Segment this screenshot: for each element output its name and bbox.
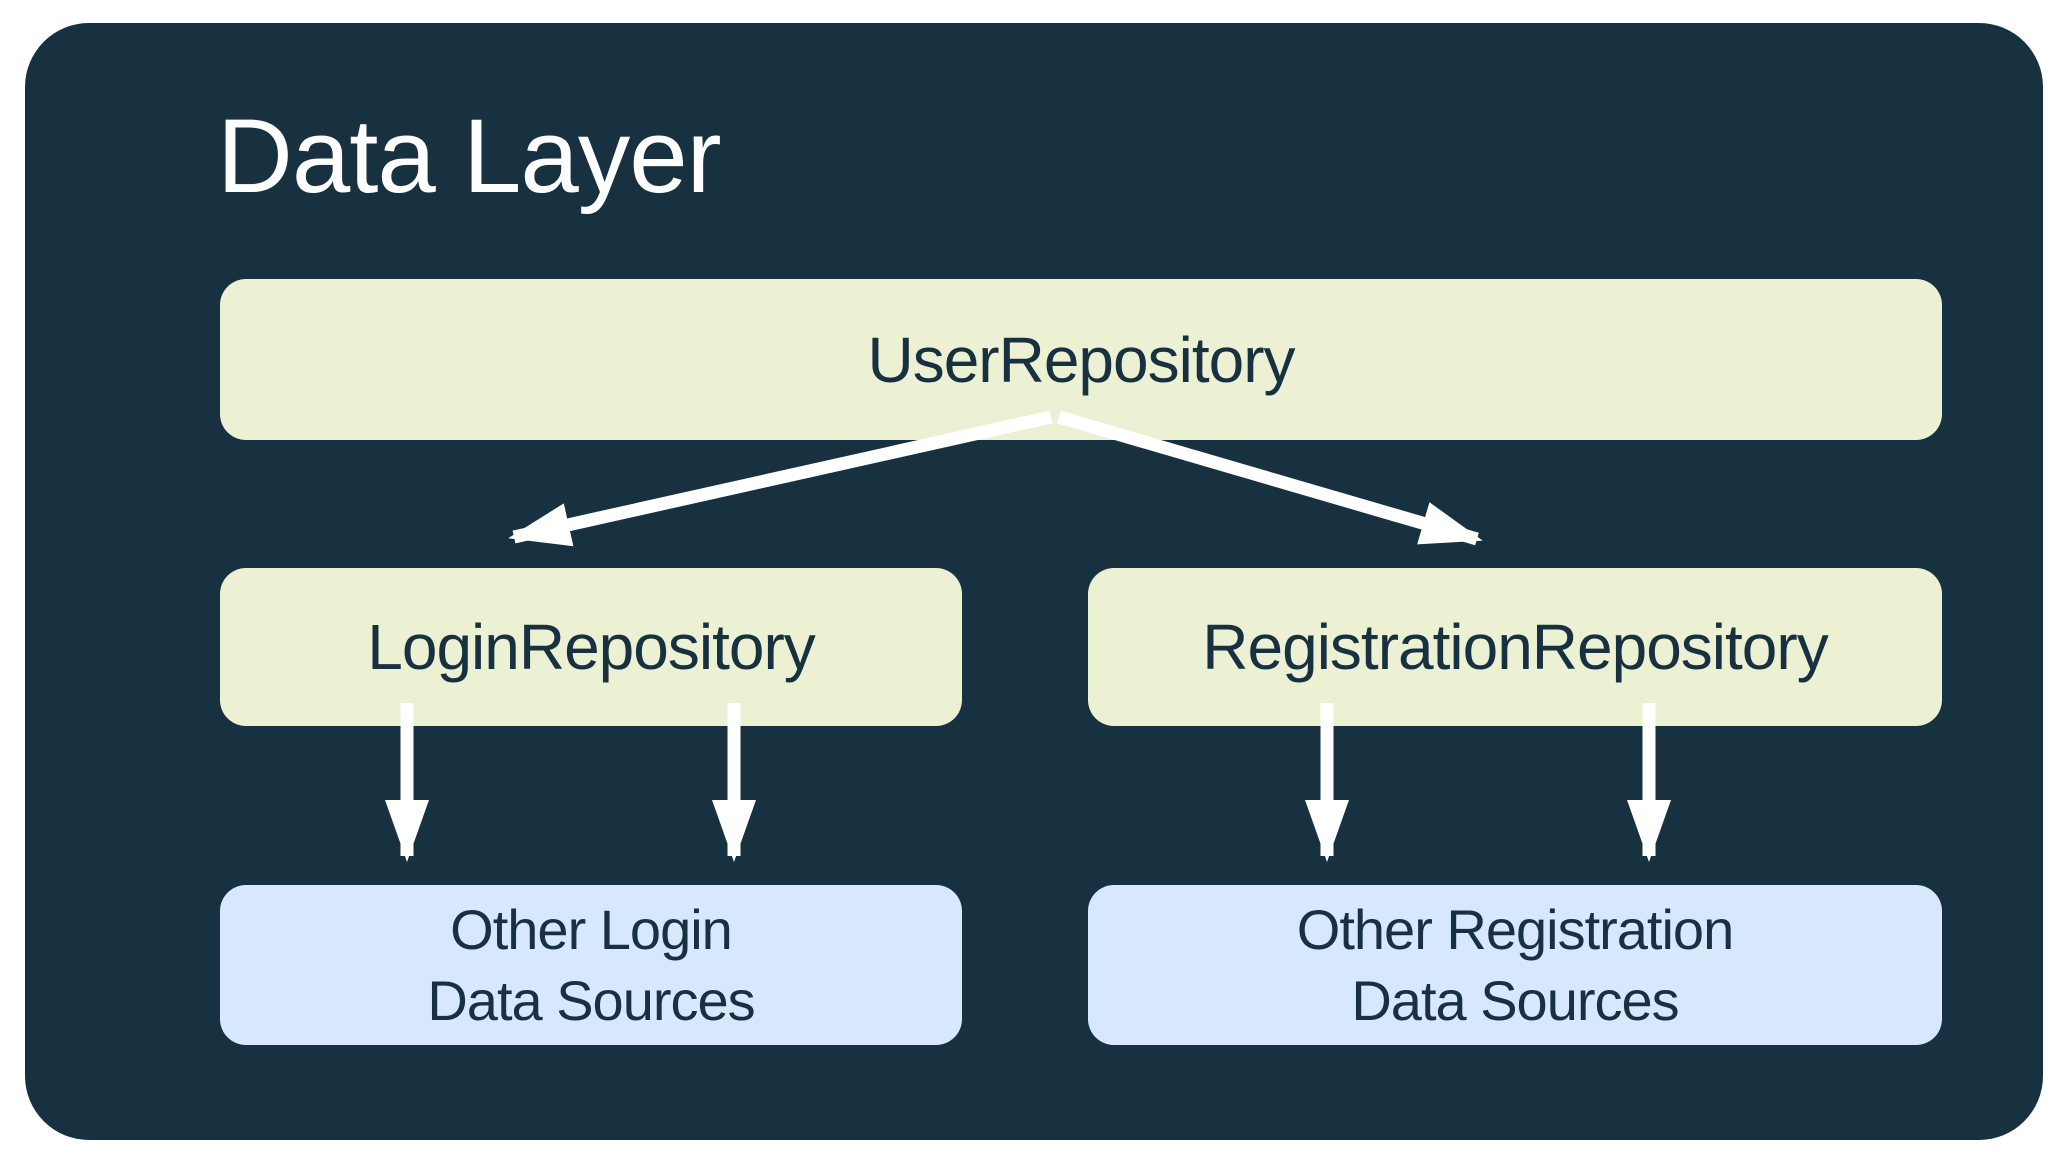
node-registration-repository: RegistrationRepository: [1088, 568, 1942, 726]
other-login-line2: Data Sources: [427, 969, 755, 1032]
node-registration-repository-label: RegistrationRepository: [1202, 611, 1828, 683]
node-login-repository-label: LoginRepository: [367, 611, 815, 683]
node-login-repository: LoginRepository: [220, 568, 962, 726]
node-other-registration-data-sources: Other Registration Data Sources: [1088, 885, 1942, 1045]
data-layer-container: Data Layer UserRepository LoginRepositor…: [25, 23, 2043, 1140]
other-registration-line1: Other Registration: [1296, 897, 1734, 961]
node-other-login-data-sources: Other Login Data Sources: [220, 885, 962, 1045]
node-other-registration-data-sources-label: Other Registration Data Sources: [1296, 894, 1734, 1036]
other-login-line1: Other Login: [450, 897, 733, 961]
other-registration-line2: Data Sources: [1351, 969, 1679, 1032]
node-user-repository: UserRepository: [220, 279, 1942, 440]
node-other-login-data-sources-label: Other Login Data Sources: [427, 894, 755, 1036]
node-user-repository-label: UserRepository: [867, 323, 1295, 396]
diagram-title: Data Layer: [217, 98, 722, 215]
